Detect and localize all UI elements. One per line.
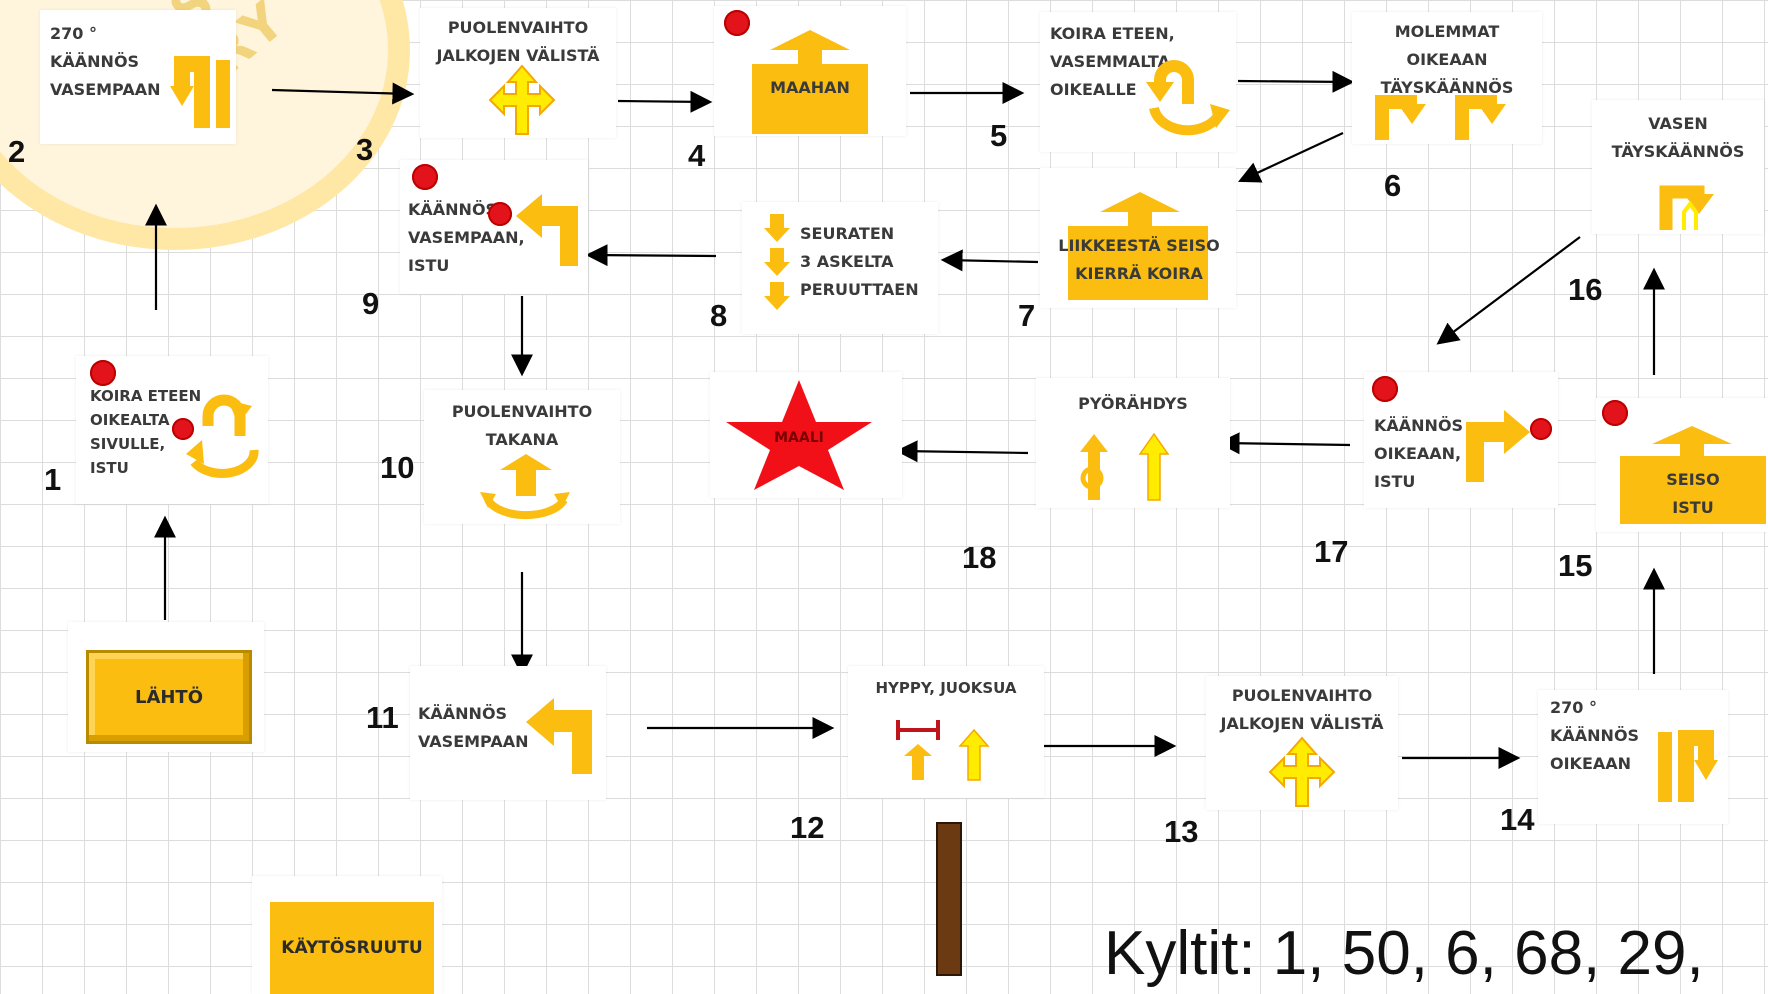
turn-left-icon: [516, 194, 578, 266]
station-16: VASEN TÄYSKÄÄNNÖS: [1592, 100, 1764, 234]
station-1: KOIRA ETEEN OIKEALTA SIVULLE, ISTU: [76, 356, 268, 504]
switch-between-legs-icon: [1268, 736, 1336, 807]
station-14-number: 14: [1500, 802, 1535, 837]
stop-sign-icon: [724, 10, 750, 36]
station-13-label: PUOLENVAIHTO JALKOJEN VÄLISTÄ: [1220, 686, 1384, 733]
station-1-label: KOIRA ETEEN OIKEALTA SIVULLE, ISTU: [90, 387, 202, 477]
station-3-number: 3: [356, 132, 374, 167]
station-5: KOIRA ETEEN, VASEMMALTA OIKEALLE: [1040, 12, 1236, 152]
practice-area: KÄYTÖSRUUTU: [252, 876, 442, 994]
stop-sign-icon: [172, 418, 194, 440]
jump-post: [936, 822, 962, 976]
station-8: SEURATEN 3 ASKELTA PERUUTTAEN: [742, 202, 938, 334]
station-9-number: 9: [362, 286, 380, 321]
stand-sit-sign-icon: [1620, 426, 1766, 524]
both-about-turn-right-icon: [1375, 95, 1506, 140]
switch-between-legs-icon: [488, 64, 556, 135]
station-5-number: 5: [990, 118, 1008, 153]
station-13: PUOLENVAIHTO JALKOJEN VÄLISTÄ: [1206, 676, 1398, 810]
arrow-5-to-6: [1237, 70, 1355, 93]
turn-270-right-icon: [1658, 730, 1718, 802]
station-17-label: KÄÄNNÖS OIKEAAN, ISTU: [1374, 416, 1464, 491]
arrow-18-to-finish: [895, 440, 1029, 463]
spin-icon: [1080, 432, 1170, 501]
station-7-number: 7: [1018, 298, 1036, 333]
station-8-number: 8: [710, 298, 728, 333]
start-label: LÄHTÖ: [134, 686, 204, 708]
station-15-number: 15: [1558, 548, 1593, 583]
station-9-label: KÄÄNNÖS VASEMPAAN, ISTU: [408, 200, 525, 275]
sign-numbers-text: Kyltit: 1, 50, 6, 68, 29,: [1104, 919, 1704, 988]
station-6-number: 6: [1384, 168, 1402, 203]
stop-sign-icon: [488, 202, 512, 226]
start-station: LÄHTÖ: [68, 622, 264, 752]
station-18: PYÖRÄHDYS: [1036, 378, 1230, 508]
down-arrow-sign-icon: [752, 30, 868, 134]
station-4: MAAHAN: [714, 6, 906, 136]
station-11: KÄÄNNÖS VASEMPAAN: [410, 666, 606, 800]
station-12-label: HYPPY, JUOKSUA: [875, 679, 1017, 697]
finish-label: MAALI: [774, 430, 824, 446]
station-2-label: 270 ° KÄÄNNÖS VASEMPAAN: [50, 24, 161, 99]
station-3-label: PUOLENVAIHTO JALKOJEN VÄLISTÄ: [436, 18, 600, 65]
station-12: HYPPY, JUOKSUA: [848, 666, 1044, 798]
station-9: KÄÄNNÖS VASEMPAAN, ISTU: [400, 160, 588, 294]
finish-star-icon: [726, 380, 872, 490]
station-16-number: 16: [1568, 272, 1603, 307]
finish-station: MAALI: [710, 372, 902, 498]
dog-circle-right-icon: [186, 394, 259, 478]
arrow-7-to-8: [940, 249, 1039, 272]
station-10-number: 10: [380, 450, 415, 485]
station-2: 270 ° KÄÄNNÖS VASEMPAAN: [40, 10, 236, 144]
station-15-label: SEISO ISTU: [1666, 470, 1720, 517]
dog-front-left-to-right-icon: [1146, 60, 1230, 136]
arrow-17-to-18: [1217, 432, 1351, 455]
station-2-number: 2: [8, 134, 26, 169]
station-10: PUOLENVAIHTO TAKANA: [424, 390, 620, 524]
stop-sign-icon: [1530, 418, 1552, 440]
station-18-label: PYÖRÄHDYS: [1078, 394, 1188, 413]
arrow-3-to-4: [617, 90, 713, 113]
station-11-number: 11: [366, 700, 399, 735]
station-15: SEISO ISTU: [1596, 398, 1768, 532]
arrow-8-to-9: [585, 244, 717, 267]
station-8-label: SEURATEN 3 ASKELTA PERUUTTAEN: [800, 224, 919, 299]
station-13-number: 13: [1164, 814, 1199, 849]
stop-sign-icon: [1602, 400, 1628, 426]
turn-right-icon: [1466, 410, 1530, 482]
station-17: KÄÄNNÖS OIKEAAN, ISTU: [1364, 372, 1558, 508]
station-5-label: KOIRA ETEEN, VASEMMALTA OIKEALLE: [1050, 24, 1175, 99]
station-1-number: 1: [44, 462, 62, 497]
practice-area-label: KÄYTÖSRUUTU: [281, 938, 423, 958]
station-14-label: 270 ° KÄÄNNÖS OIKEAAN: [1550, 698, 1640, 773]
start-sign: LÄHTÖ: [86, 650, 252, 744]
station-11-label: KÄÄNNÖS VASEMPAAN: [418, 704, 529, 751]
jump-hurdle-icon: [896, 720, 990, 781]
practice-area-sign: KÄYTÖSRUUTU: [270, 902, 434, 994]
station-4-number: 4: [688, 138, 706, 173]
station-10-label: PUOLENVAIHTO TAKANA: [451, 402, 593, 449]
stop-sign-icon: [1372, 376, 1398, 402]
station-7-label: LIIKKEESTÄ SEISO KIERRÄ KOIRA: [1058, 236, 1220, 283]
stop-sign-icon: [412, 164, 438, 190]
station-6-label: MOLEMMAT OIKEAAN TÄYSKÄÄNNÖS: [1380, 22, 1514, 97]
stand-sign-icon: [1068, 192, 1208, 300]
arrow-6-to-7: [1238, 132, 1344, 183]
switch-behind-icon: [480, 454, 570, 520]
station-3: PUOLENVAIHTO JALKOJEN VÄLISTÄ: [420, 8, 616, 138]
station-16-label: VASEN TÄYSKÄÄNNÖS: [1611, 114, 1745, 161]
station-17-number: 17: [1314, 534, 1349, 569]
arrow-16-to-17: [1436, 236, 1581, 345]
station-12-number: 12: [790, 810, 825, 845]
station-18-number: 18: [962, 540, 997, 575]
station-14: 270 ° KÄÄNNÖS OIKEAAN: [1538, 690, 1728, 824]
left-about-turn-icon: [1659, 185, 1714, 230]
station-6: MOLEMMAT OIKEAAN TÄYSKÄÄNNÖS: [1352, 12, 1542, 144]
turn-270-left-icon: [170, 56, 230, 128]
station-7: LIIKKEESTÄ SEISO KIERRÄ KOIRA: [1040, 168, 1236, 308]
stop-sign-icon: [90, 360, 116, 386]
turn-left-icon: [526, 698, 592, 774]
station-4-label: MAAHAN: [770, 78, 850, 97]
backward-steps-icon: [764, 214, 790, 310]
